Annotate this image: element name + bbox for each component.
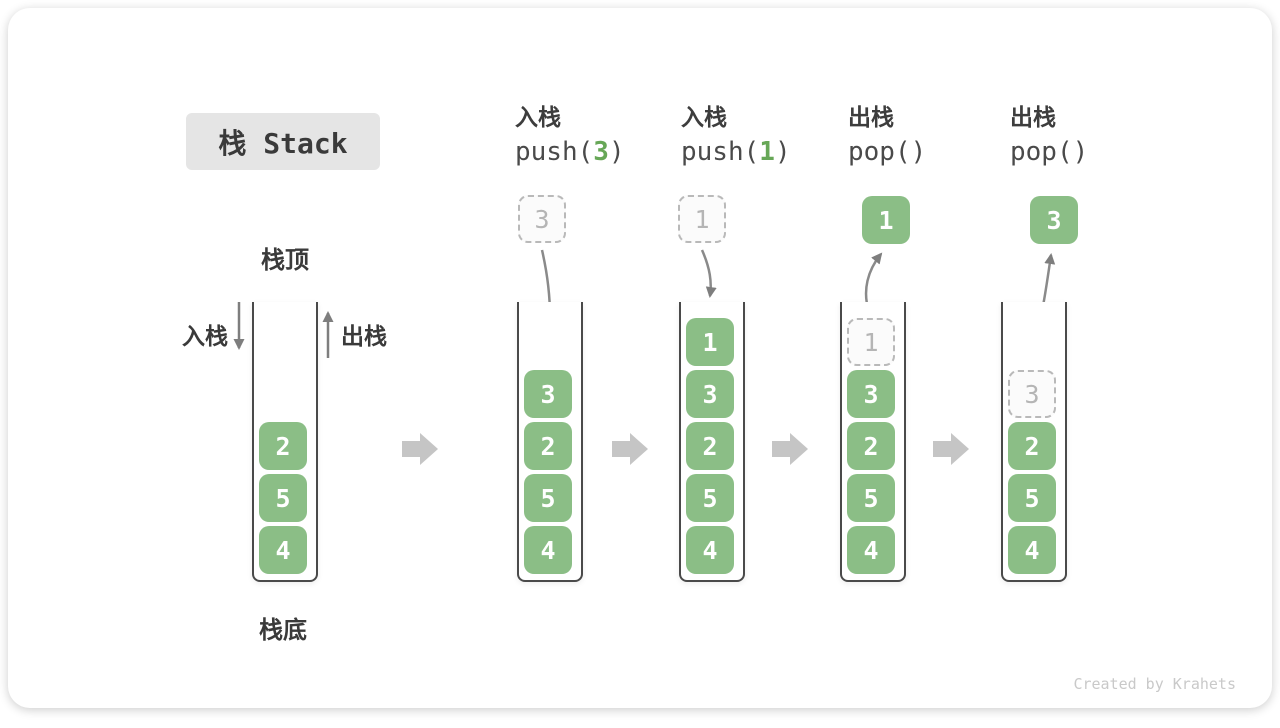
stack-cell: 5: [1008, 474, 1056, 522]
popped-value: 3: [1030, 196, 1078, 244]
floating-value-dashed: 1: [678, 195, 726, 243]
op-name: 入栈: [515, 104, 561, 130]
stack-cell: 3: [686, 370, 734, 418]
title-box: 栈 Stack: [186, 113, 380, 170]
ghost-cell: 3: [1008, 370, 1056, 418]
op-arg: 1: [759, 137, 775, 167]
op-code: push(3): [515, 137, 625, 167]
stack-top-label: 栈顶: [261, 247, 309, 274]
stack-cell: 5: [524, 474, 572, 522]
watermark: Created by Krahets: [1073, 675, 1236, 693]
push-side-label: 入栈: [182, 323, 228, 349]
page-title: 栈 Stack: [218, 126, 348, 160]
stack-bottom-label: 栈底: [259, 617, 307, 644]
stack-cell: 2: [524, 422, 572, 470]
stack-cell: 4: [1008, 526, 1056, 574]
stack-cell: 2: [686, 422, 734, 470]
op-code: pop(): [848, 137, 927, 167]
stack-cell: 4: [259, 526, 307, 574]
op-header-pop-3: 出栈 pop(): [1010, 104, 1180, 167]
stack-cell: 2: [1008, 422, 1056, 470]
ghost-cell: 1: [847, 318, 895, 366]
op-code: pop(): [1010, 137, 1089, 167]
stack-cell: 3: [847, 370, 895, 418]
op-arg: 3: [593, 137, 609, 167]
diagram-card: 栈 Stack 入栈 push(3) 入栈 push(1) 出栈 pop() 出…: [8, 8, 1272, 708]
stack-cell: 4: [686, 526, 734, 574]
popped-value: 1: [862, 196, 910, 244]
op-header-push-1: 入栈 push(1): [681, 104, 851, 167]
step-arrow-icon: [933, 433, 969, 465]
op-name: 出栈: [1010, 104, 1056, 130]
op-header-pop-1: 出栈 pop(): [848, 104, 1018, 167]
op-header-push-3: 入栈 push(3): [515, 104, 685, 167]
stack-cell: 4: [524, 526, 572, 574]
stack-cell: 3: [524, 370, 572, 418]
pop-side-label: 出栈: [341, 323, 387, 349]
step-arrow-icon: [402, 433, 438, 465]
step-arrow-icon: [772, 433, 808, 465]
stack-cell: 2: [847, 422, 895, 470]
stack-cell: 5: [847, 474, 895, 522]
stack-cell: 5: [259, 474, 307, 522]
stack-cell: 5: [686, 474, 734, 522]
op-name: 出栈: [848, 104, 894, 130]
step-arrow-icon: [612, 433, 648, 465]
floating-value-dashed: 3: [518, 195, 566, 243]
stack-cell: 4: [847, 526, 895, 574]
op-name: 入栈: [681, 104, 727, 130]
stack-cell: 1: [686, 318, 734, 366]
push1-arrow-icon: [700, 249, 717, 298]
stack-cell: 2: [259, 422, 307, 470]
op-code: push(1): [681, 137, 791, 167]
